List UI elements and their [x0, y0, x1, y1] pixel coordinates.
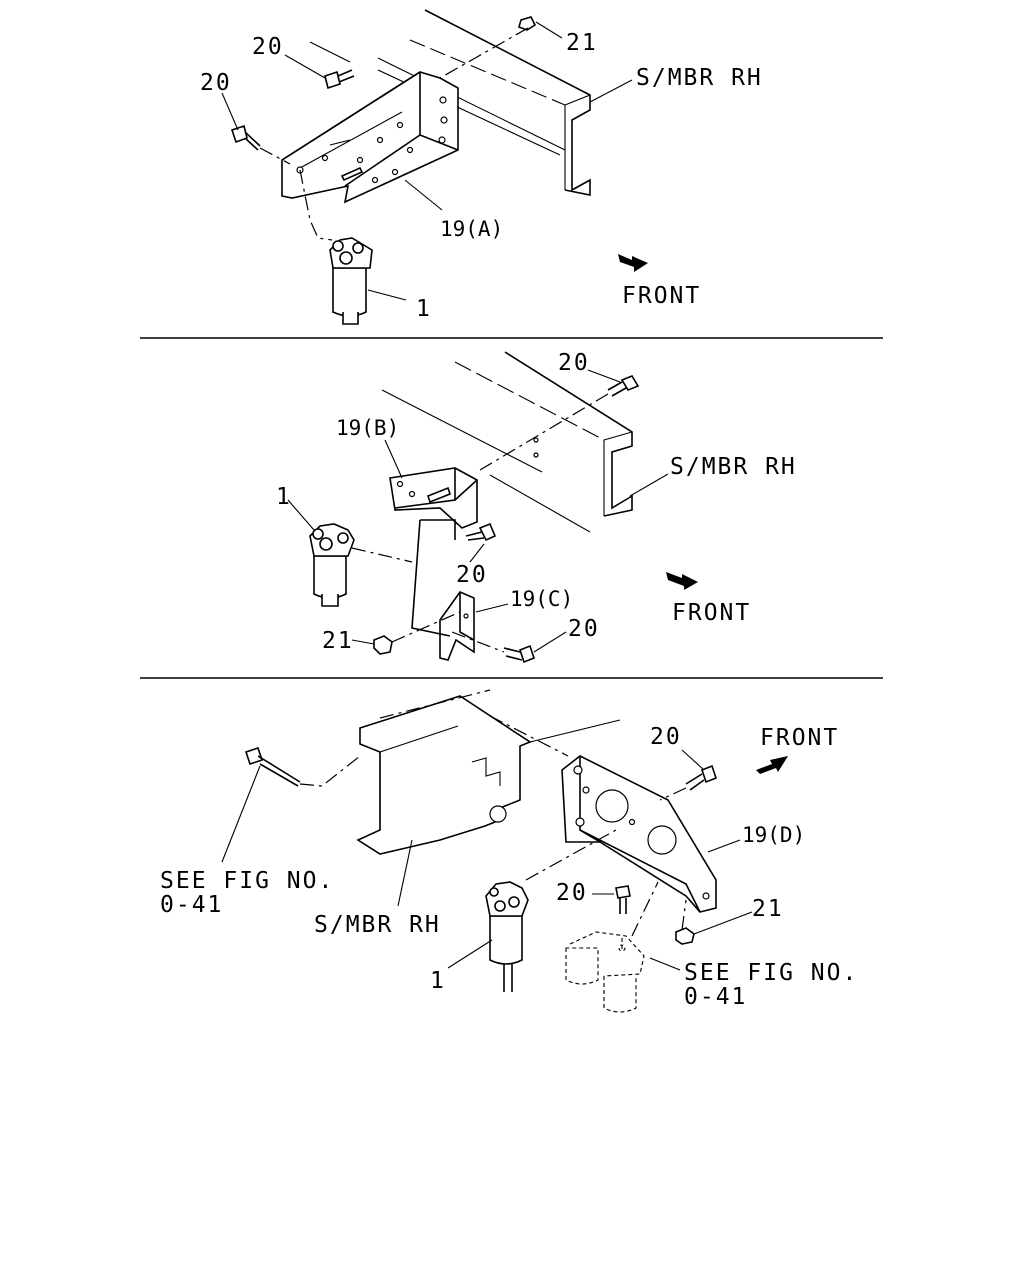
label-side-member-2: S/MBR RH [670, 454, 797, 480]
label-bolt-20-left: 20 [200, 70, 232, 96]
fuel-filter [299, 169, 373, 325]
fuel-filter-3 [485, 881, 529, 992]
front-arrow-icon-3 [756, 756, 788, 774]
leaders-panel-2 [287, 369, 669, 653]
label-bracket-19a: 19(A) [440, 217, 503, 241]
label-bracket-19b: 19(B) [336, 416, 399, 440]
nut-21-panel-2 [373, 635, 393, 655]
label-filter-1: 1 [416, 296, 432, 322]
front-arrow-icon [618, 254, 648, 272]
label-front-3: FRONT [760, 725, 839, 751]
leaders-panel-3 [221, 749, 753, 971]
bolt-20-upper [324, 69, 355, 90]
label-bolt-20-mid: 20 [456, 562, 488, 588]
nut-21 [518, 16, 537, 31]
label-side-member: S/MBR RH [636, 65, 763, 91]
bolt-see-fig [244, 746, 301, 787]
panel-2: 20 S/MBR RH 19(B) 1 20 19(C) FRONT 21 20 [276, 350, 797, 664]
bracket-19b [389, 467, 478, 529]
label-see-fig-right: SEE FIG NO. [684, 960, 858, 986]
bracket-19d [561, 755, 717, 913]
panel-3: FRONT 20 19(D) SEE FIG NO. 0-41 S/MBR RH… [160, 689, 858, 1013]
label-see-fig-left-num: 0-41 [160, 892, 223, 918]
bracket-19c [439, 591, 475, 661]
bolt-20-low [503, 644, 535, 664]
label-side-member-3: S/MBR RH [314, 912, 441, 938]
front-arrow-icon-2 [666, 572, 698, 590]
bolt-20-low-3 [615, 885, 631, 914]
alt-filter-dashed [565, 931, 645, 1013]
bolt-20-left [230, 124, 261, 151]
fuel-filter-2 [309, 523, 355, 607]
label-front: FRONT [622, 283, 701, 309]
label-bolt-20-low-3: 20 [556, 880, 588, 906]
bolt-20-top [607, 375, 640, 397]
label-front-2: FRONT [672, 600, 751, 626]
label-see-fig-right-num: 0-41 [684, 984, 747, 1010]
leaders-panel-1 [221, 21, 633, 301]
label-nut-21-2: 21 [322, 628, 354, 654]
label-bolt-20-top: 20 [558, 350, 590, 376]
side-member-rh-2 [381, 351, 633, 533]
label-filter-1-2: 1 [276, 484, 292, 510]
label-nut-21: 21 [566, 30, 598, 56]
bolt-20-right [685, 764, 717, 791]
panel-1: 20 20 21 S/MBR RH 19(A) 1 FRONT [200, 9, 763, 325]
label-bracket-19c: 19(C) [510, 587, 573, 611]
side-member-rh-3 [356, 689, 621, 855]
label-see-fig-left: SEE FIG NO. [160, 868, 334, 894]
bracket-19a [281, 71, 459, 204]
label-bolt-20-low: 20 [568, 616, 600, 642]
bolt-20-mid [465, 522, 497, 542]
label-bolt-20-upper: 20 [252, 34, 284, 60]
label-bracket-19d: 19(D) [742, 823, 805, 847]
label-nut-21-3: 21 [752, 896, 784, 922]
side-member-rh [309, 9, 591, 196]
label-bolt-20-right: 20 [650, 724, 682, 750]
label-filter-1-3: 1 [430, 968, 446, 994]
nut-21-panel-3 [675, 927, 695, 945]
